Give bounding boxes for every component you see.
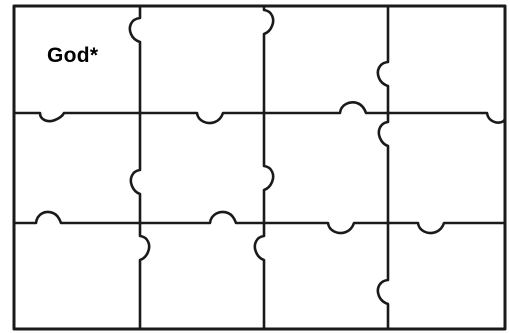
piece-label-god: God* bbox=[47, 44, 98, 68]
column-divider-3 bbox=[378, 6, 388, 329]
column-divider-2 bbox=[255, 6, 273, 329]
column-divider-1 bbox=[130, 6, 149, 329]
row-divider-1 bbox=[14, 102, 505, 123]
row-divider-2 bbox=[14, 212, 505, 233]
